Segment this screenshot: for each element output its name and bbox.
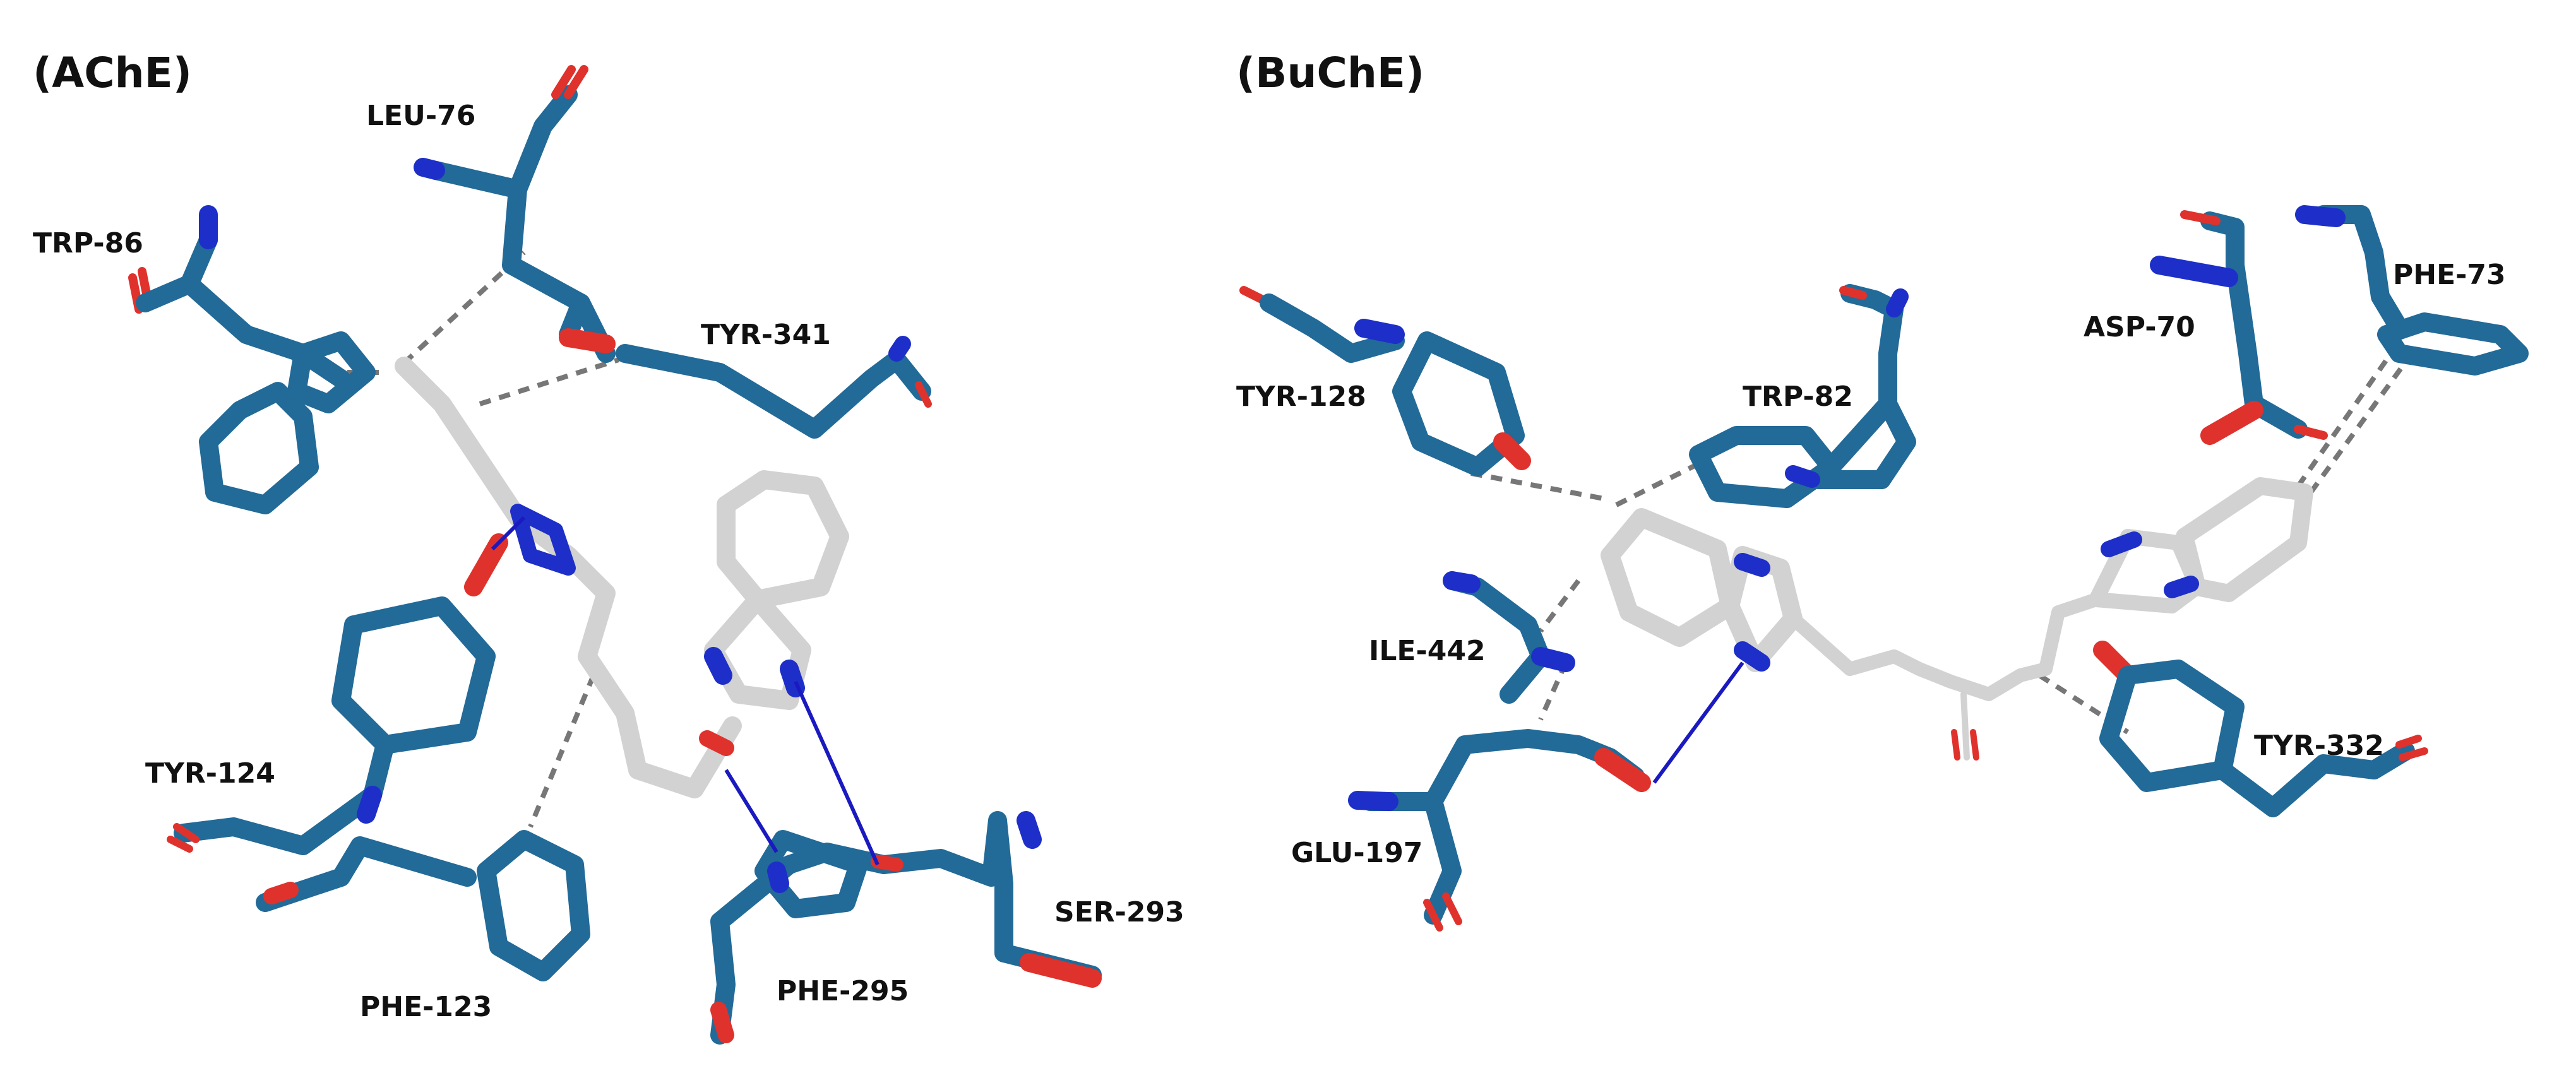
label-asp-70: ASP-70 — [2084, 311, 2195, 343]
buche-panel-title: (BuChE) — [1236, 49, 1424, 97]
label-phe-295: PHE-295 — [777, 975, 909, 1007]
ache-tyr341-residue — [559, 328, 932, 439]
buche-glu197-residue — [1348, 729, 1651, 932]
label-tyr-128: TYR-128 — [1236, 381, 1366, 413]
label-trp-82: TRP-82 — [1743, 381, 1853, 413]
buche-phe73-residue — [2295, 205, 2529, 376]
label-tyr-332: TYR-332 — [2254, 730, 2384, 762]
buche-tyr332-residue — [2093, 641, 2428, 817]
buche-tyr128-residue — [1239, 286, 1531, 477]
ache-ligand — [395, 357, 849, 798]
ache-hbonds — [491, 516, 880, 866]
buche-ile442-residue — [1443, 571, 1575, 704]
buche-hbonds — [1652, 661, 1744, 784]
ache-trp86-residue — [128, 205, 376, 514]
ache-tyr124-residue — [167, 533, 508, 855]
ache-phe123-residue — [256, 830, 590, 981]
label-phe-73: PHE-73 — [2393, 259, 2506, 291]
ache-panel: (AChE) — [33, 49, 1184, 1045]
ache-panel-title: (AChE) — [33, 49, 192, 97]
label-ser-293: SER-293 — [1054, 896, 1184, 928]
buche-ligand — [1601, 477, 2313, 761]
label-ile-442: ILE-442 — [1369, 635, 1486, 667]
ache-ser293-residue — [871, 811, 1102, 988]
label-tyr-124: TYR-124 — [145, 757, 275, 790]
label-trp-86: TRP-86 — [33, 227, 143, 259]
label-tyr-341: TYR-341 — [701, 319, 831, 351]
buche-trp82-residue — [1689, 284, 1916, 508]
buche-asp70-residue — [2150, 210, 2328, 445]
ache-phe295-residue — [710, 830, 893, 1045]
label-phe-123: PHE-123 — [360, 991, 492, 1023]
label-glu-197: GLU-197 — [1291, 837, 1422, 869]
buche-panel: (BuChE) — [1236, 49, 2529, 932]
label-leu-76: LEU-76 — [366, 100, 475, 132]
